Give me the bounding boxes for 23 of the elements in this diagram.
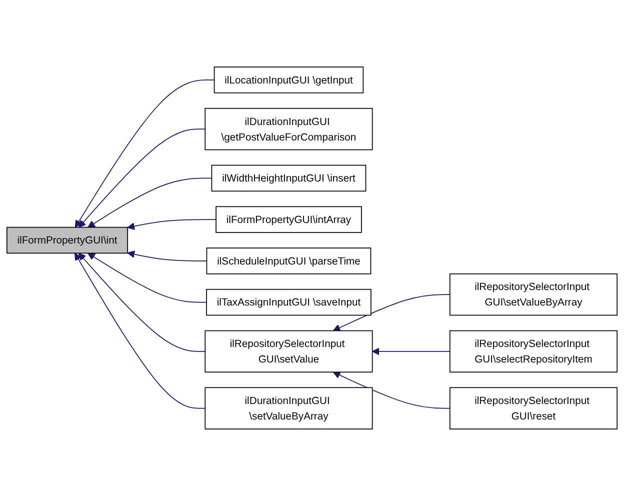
node-box: ilFormPropertyGUI\int xyxy=(6,226,128,254)
node-box: ilDurationInputGUI \setValueByArray xyxy=(204,387,373,430)
node-box: ilFormPropertyGUI\intArray xyxy=(216,206,362,233)
arrow xyxy=(332,294,450,332)
node-box: ilScheduleInputGUI \parseTime xyxy=(206,248,372,274)
node-box: ilRepositorySelectorInput GUI\reset xyxy=(449,387,618,430)
arrow xyxy=(74,252,206,409)
node-box: ilWidthHeightInputGUI \insert xyxy=(211,164,366,192)
arrow xyxy=(78,252,206,352)
node-box: ilDurationInputGUI \getPostValueForComparison xyxy=(204,108,373,150)
arrow xyxy=(372,348,450,356)
arrow xyxy=(127,219,216,230)
arrow xyxy=(88,178,212,228)
node-box: ilRepositorySelectorInput GUI\setValueByArray xyxy=(449,273,618,316)
arrow xyxy=(88,252,207,303)
node-box: ilTaxAssignInputGUI \saveInput xyxy=(206,288,372,316)
node-box: ilLocationInputGUI \getInput xyxy=(214,66,364,94)
node-box: ilRepositorySelectorInput GUI\setValue xyxy=(204,330,373,373)
node-box: ilRepositorySelectorInput GUI\selectRepositoryItem xyxy=(449,330,618,373)
arrow xyxy=(332,372,450,409)
arrow xyxy=(74,80,215,228)
arrow xyxy=(127,250,208,262)
arrow xyxy=(78,128,206,228)
